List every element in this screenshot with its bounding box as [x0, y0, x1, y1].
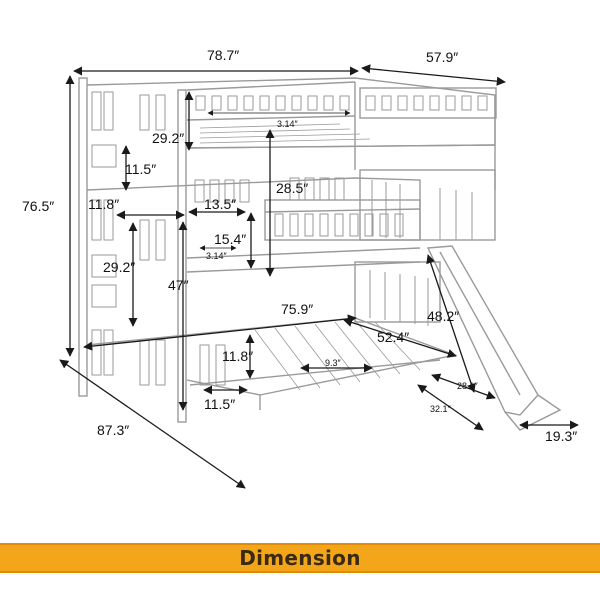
- dim-bottom-width: 52.4″: [377, 329, 409, 345]
- dim-bottom-slat-gap: 9.3″: [325, 358, 342, 368]
- dimension-banner: [0, 543, 600, 573]
- dim-ladder-depth: 11.8″: [88, 196, 119, 212]
- dim-mid-slat-gap: 3.14″: [206, 251, 228, 261]
- dim-top-depth: 57.9″: [426, 49, 458, 65]
- dim-top-slat-gap: 3.14″: [277, 119, 299, 129]
- dim-slide-base: 28.1″: [457, 381, 479, 391]
- dim-slide-extend: 32.1″: [430, 404, 452, 414]
- dim-slide-width: 19.3″: [545, 428, 577, 444]
- dim-mid-guard: 15.4″: [214, 231, 246, 247]
- dim-overall-length: 87.3″: [97, 422, 129, 438]
- banner-title: Dimension: [239, 546, 361, 570]
- dim-upper-clearance: 28.5″: [276, 180, 308, 196]
- dim-mid-floor-height: 47″: [168, 277, 189, 293]
- dim-ladder-step: 11.5″: [125, 161, 156, 177]
- dim-guard-top: 29.2″: [152, 130, 184, 146]
- dimension-labels: 78.7″ 57.9″ 76.5″ 29.2″ 3.14″ 11.5″ 28.5…: [22, 47, 577, 444]
- dim-bottom-height: 11.8″: [222, 348, 253, 364]
- dim-slide-length: 48.2″: [427, 308, 459, 324]
- dimension-lines: [59, 64, 579, 489]
- dim-mid-ladder-width: 13.5″: [204, 196, 236, 212]
- dim-bottom-length: 75.9″: [281, 301, 313, 317]
- dim-overall-height: 76.5″: [22, 198, 54, 214]
- dim-top-width: 78.7″: [207, 47, 239, 63]
- dim-mid-rail-height: 29.2″: [103, 259, 135, 275]
- dim-bottom-step: 11.5″: [204, 396, 235, 412]
